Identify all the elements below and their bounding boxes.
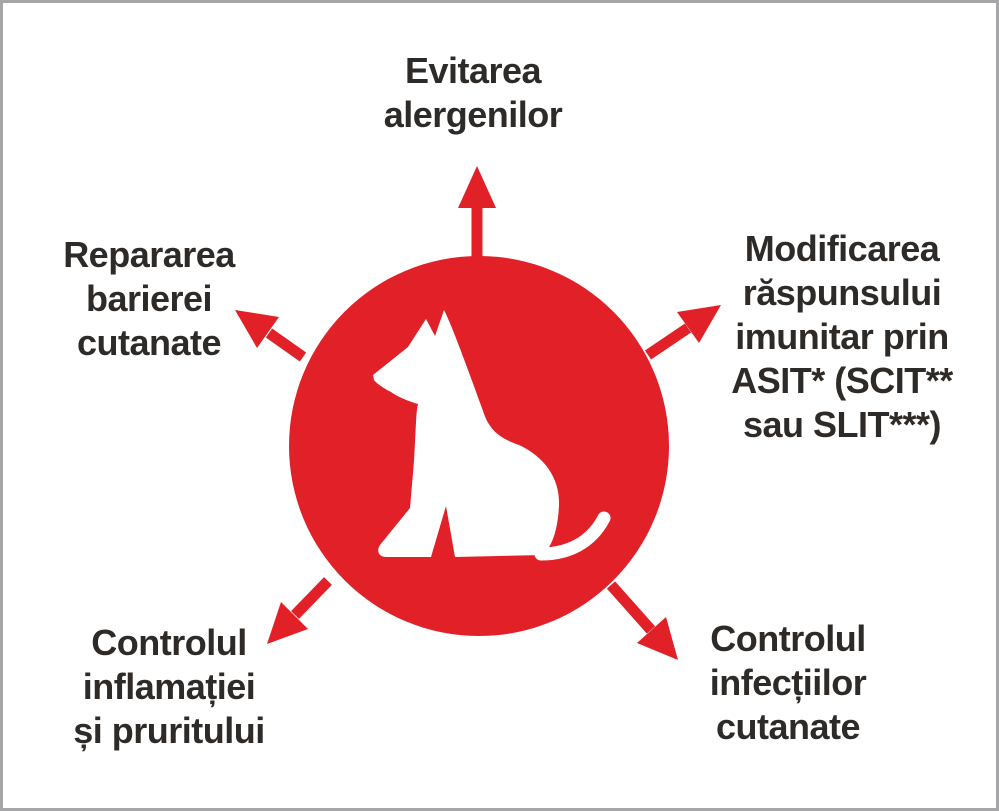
label-line: și pruritului [73, 710, 265, 751]
dog-icon [373, 310, 560, 557]
label-immune-response-modification: Modificarea răspunsului imunitar prin AS… [689, 227, 995, 447]
label-avoid-allergens: Evitarea alergenilor [323, 49, 623, 137]
label-line: infecțiilor [709, 662, 867, 703]
label-line: ASIT* (SCIT** [731, 360, 953, 401]
diagram-graphic [235, 166, 721, 660]
label-skin-infection-control: Controlul infecțiilor cutanate [643, 617, 933, 749]
arrow-upper-left-icon [235, 310, 307, 362]
label-line: Controlul [91, 622, 247, 663]
label-skin-barrier-repair: Repararea barierei cutanate [19, 233, 279, 365]
arrow-up-icon [458, 166, 496, 258]
label-line: Controlul [710, 618, 866, 659]
label-line: cutanate [76, 322, 222, 363]
label-line: alergenilor [383, 94, 563, 135]
label-inflammation-pruritus-control: Controlul inflamației și pruritului [19, 621, 319, 753]
label-line: răspunsului [742, 272, 942, 313]
label-line: barierei [85, 278, 213, 319]
label-line: imunitar prin [735, 316, 949, 357]
label-line: sau SLIT***) [742, 404, 942, 445]
label-line: Modificarea [744, 228, 940, 269]
label-line: cutanate [715, 706, 861, 747]
arrow-lower-right-icon [606, 581, 678, 660]
label-line: inflamației [82, 666, 256, 707]
label-line: Repararea [63, 234, 235, 275]
label-line: Evitarea [404, 50, 542, 91]
arrow-upper-right-icon [644, 305, 721, 360]
arrow-lower-left-icon [267, 577, 332, 644]
dog-tail-icon [534, 511, 611, 561]
